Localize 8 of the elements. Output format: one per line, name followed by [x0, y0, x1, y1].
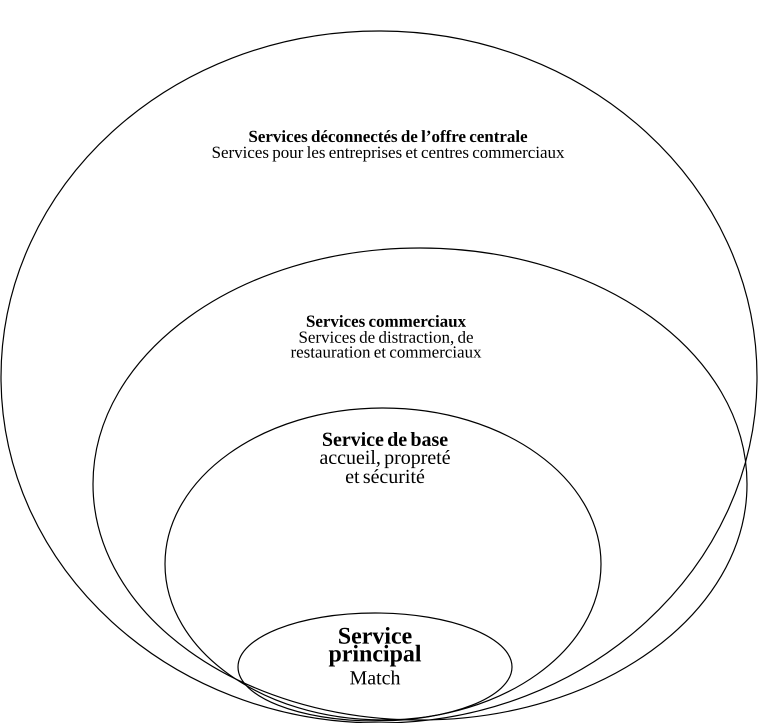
- heading: Services commerciaux: [306, 315, 466, 327]
- description-text: Services pour les entreprises et centres commerciaux: [212, 146, 564, 162]
- heading: Service de base: [322, 432, 448, 446]
- description-text: Match: [350, 670, 400, 684]
- heading: Services déconnectés de l’offre centrale: [249, 130, 528, 142]
- description-text: Services de distraction, de restauration et commerciaux: [290, 330, 482, 358]
- description-text: accueil, propreté et sécurité: [320, 450, 450, 484]
- heading: Service principal: [328, 627, 422, 666]
